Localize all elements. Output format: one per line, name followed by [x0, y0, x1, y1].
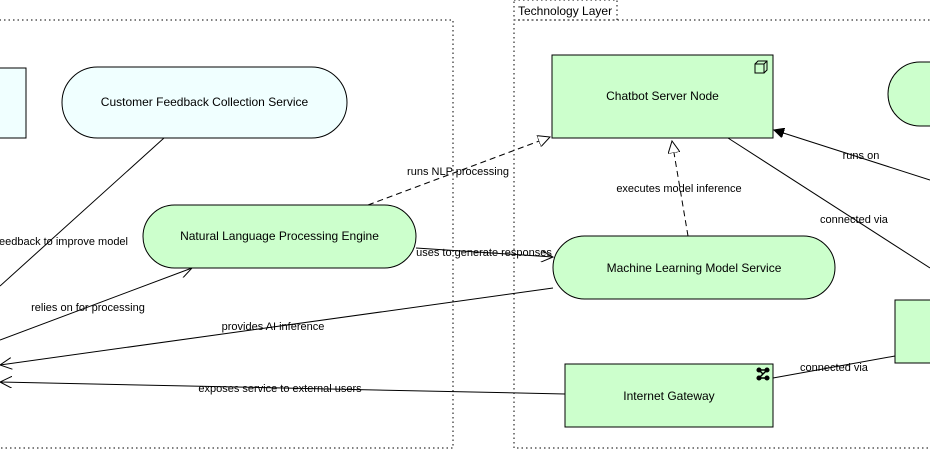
edge-label-relies-on: relies on for processing — [31, 302, 145, 314]
customer-feedback-service — [61, 66, 348, 139]
customer-feedback-service-label: Customer Feedback Collection Service — [101, 95, 309, 109]
right-partial-service — [887, 61, 930, 127]
edge-label-exposes-service: exposes service to external users — [198, 383, 362, 395]
chatbot-server-node — [551, 54, 774, 139]
edge-label-provides-ai: provides AI inference — [222, 321, 325, 333]
chatbot-server-node-label: Chatbot Server Node — [606, 89, 719, 103]
edge-runs-nlp — [367, 137, 550, 206]
edge-label-connected-via-1: connected via — [820, 214, 889, 226]
edge-label-runs-nlp: runs NLP processing — [407, 166, 509, 178]
edge-provides-ai — [0, 287, 554, 365]
edge-feedback-improve — [0, 137, 165, 287]
network-icon — [756, 367, 770, 381]
nlp-engine — [142, 204, 417, 269]
nlp-engine-label: Natural Language Processing Engine — [180, 229, 379, 243]
technology-layer-tab — [513, 0, 618, 21]
edge-uses-generate — [415, 247, 553, 257]
internet-gateway — [564, 363, 774, 428]
left-partial-node — [0, 67, 27, 139]
node-cube-icon — [754, 60, 768, 74]
ml-model-service — [552, 235, 836, 300]
edge-label-executes-inference: executes model inference — [616, 183, 741, 195]
edge-connected-via-1 — [727, 137, 930, 269]
technology-layer-group — [513, 19, 930, 449]
ml-model-service-label: Machine Learning Model Service — [607, 261, 782, 275]
edge-label-feedback-improve: feedback to improve model — [0, 236, 128, 248]
edge-exposes-service — [0, 382, 566, 395]
edge-label-runs-on: runs on — [843, 150, 880, 162]
right-partial-node — [894, 299, 930, 364]
internet-gateway-label: Internet Gateway — [623, 389, 714, 403]
edge-relies-on — [0, 268, 192, 341]
edge-label-connected-via-2: connected via — [800, 362, 869, 374]
application-layer-group — [0, 19, 454, 449]
edge-executes-inference — [672, 141, 689, 237]
technology-layer-title: Technology Layer — [518, 4, 612, 18]
edge-label-uses-generate: uses to generate responses — [416, 247, 552, 259]
edge-connected-via-2 — [772, 355, 896, 379]
edge-runs-on — [774, 130, 930, 181]
